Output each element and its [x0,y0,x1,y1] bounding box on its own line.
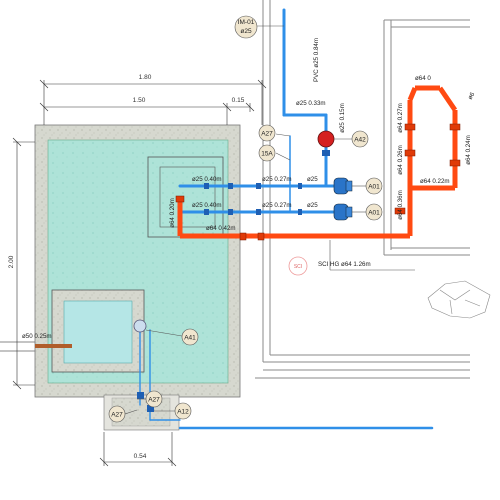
suction-fittings [175,123,461,241]
svg-text:IM-01: IM-01 [238,19,255,26]
label-d25-040-top: ø25 0.40m [192,176,222,183]
svg-text:A27: A27 [261,131,273,138]
svg-text:A27: A27 [148,397,160,404]
label-d64-side: ø6 [467,91,477,101]
label-sch-hg: SCI HG ø64 1.26m [318,261,371,268]
label-d25-027-bottom: ø25 0.27m [262,202,292,209]
pump-bottom [333,203,353,221]
svg-text:A01: A01 [368,210,380,217]
label-d64-top: ø64 0 [415,75,431,82]
label-d64-022: ø64 0.22m [420,178,450,185]
label-d25-040-bottom: ø25 0.40m [192,202,222,209]
label-d64-027: ø64 0.27m [397,103,404,133]
dim-bottom-width: 0.54 [134,453,147,460]
rock-sketch [427,280,491,319]
dimension-lines [12,79,267,467]
tag-a01-top: A01 [365,177,383,195]
label-d25-015: ø25 0.15m [339,103,346,133]
svg-text:A41: A41 [184,335,196,342]
svg-text:A27: A27 [111,412,123,419]
tag-a27-top: A27 [258,124,276,142]
tag-15a: 15A [258,144,276,162]
label-d50-025: ø50 0.25m [22,333,52,340]
float-valve [133,319,147,333]
label-d25-033: ø25 0.33m [296,100,326,107]
pump-top [333,177,353,195]
label-d25-bottom-short: ø25 [307,202,318,209]
lower-box-water [63,300,133,364]
tag-a27-bottom-left: A27 [108,405,126,423]
dim-inner-width: 1.50 [133,97,146,104]
dim-height: 2.00 [8,255,15,268]
label-d25-top-short: ø25 [307,176,318,183]
svg-text:ø25: ø25 [240,28,252,35]
tag-a41: A41 [181,328,199,346]
svg-text:A12: A12 [177,409,189,416]
tag-a12: A12 [174,402,192,420]
dim-offset: 0.15 [232,97,245,104]
label-d64-036: ø64 0.36m [397,190,404,220]
leader-lines [124,25,415,415]
sci-stamp: SCI [288,256,308,276]
valve-fittings [137,150,330,412]
tag-a01-bottom: A01 [365,203,383,221]
tag-im01: IM-01 ø25 [234,15,258,39]
suction-pipes [177,85,458,239]
tag-a42: A42 [351,130,369,148]
svg-text:A01: A01 [368,184,380,191]
label-pvc-vertical: PVC ø25 0.84m [313,38,320,82]
pressure-tank [317,130,335,148]
label-d64-024: ø64 0.24m [465,135,472,165]
svg-text:15A: 15A [261,151,273,158]
pump-room-inner [159,166,216,228]
tag-a27-bottom-mid: A27 [145,390,163,408]
label-d25-027-top: ø25 0.27m [262,176,292,183]
label-d64-026: ø64 0.26m [397,145,404,175]
dim-top-width: 1.80 [139,74,152,81]
label-d64-042: ø64 0.42m [206,225,236,232]
building-walls [0,0,470,379]
label-d64-020: ø64 0.20m [169,198,176,228]
svg-text:SCI: SCI [294,264,302,270]
svg-text:A42: A42 [354,137,366,144]
